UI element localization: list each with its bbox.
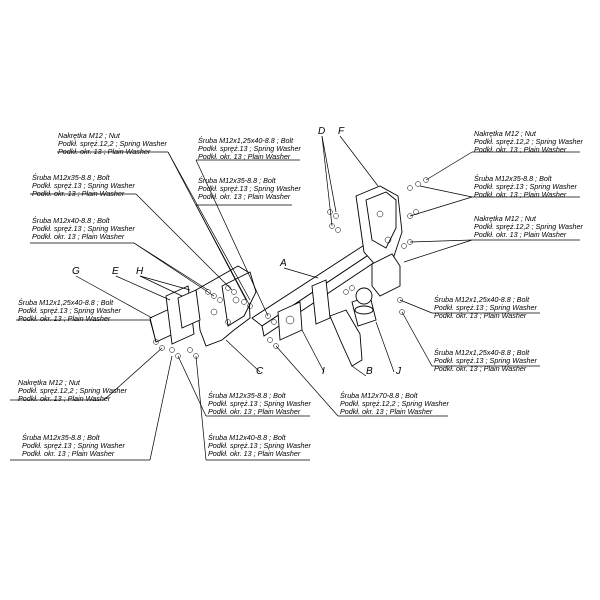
svg-text:Podkł. okr. 13 ; Plain Washer: Podkł. okr. 13 ; Plain Washer — [22, 449, 115, 458]
svg-text:Podkł. okr. 13 ; Plain Washer: Podkł. okr. 13 ; Plain Washer — [434, 364, 527, 373]
right-bracket-parts-df — [355, 185, 403, 297]
svg-text:Śruba M12x35-8.8 ; Bolt: Śruba M12x35-8.8 ; Bolt — [474, 174, 553, 183]
svg-text:Podkł. spręż.13 ; Spring Washe: Podkł. spręż.13 ; Spring Washer — [208, 399, 312, 408]
svg-text:Podkł. spręż.12,2 ; Spring Was: Podkł. spręż.12,2 ; Spring Washer — [18, 386, 128, 395]
svg-text:Podkł. okr. 13 ; Plain Washer: Podkł. okr. 13 ; Plain Washer — [208, 449, 301, 458]
label-tc1: Śruba M12x1,25x40-8.8 ; Bolt Podkł. sprę… — [198, 136, 302, 161]
svg-text:Śruba M12x1,25x40-8.8 ; Bolt: Śruba M12x1,25x40-8.8 ; Bolt — [198, 136, 294, 145]
part-letter-a: A — [279, 258, 287, 269]
svg-text:Śruba M12x35-8.8 ; Bolt: Śruba M12x35-8.8 ; Bolt — [198, 176, 277, 185]
svg-text:Nakrętka M12 ; Nut: Nakrętka M12 ; Nut — [18, 378, 81, 387]
left-bracket-part-c — [195, 265, 257, 347]
svg-text:Śruba M12x1,25x40-8.8 ; Bolt: Śruba M12x1,25x40-8.8 ; Bolt — [434, 295, 530, 304]
label-tc2: Śruba M12x35-8.8 ; Bolt Podkł. spręż.13 … — [198, 176, 302, 201]
svg-text:Śruba M12x70-8.8 ; Bolt: Śruba M12x70-8.8 ; Bolt — [340, 391, 419, 400]
fasteners — [153, 177, 429, 359]
label-tl1-line2: Podkł. spręż.12,2 ; Spring Washer — [58, 139, 168, 148]
svg-text:Podkł. spręż.13 ; Spring Washe: Podkł. spręż.13 ; Spring Washer — [198, 184, 302, 193]
svg-text:Śruba M12x35-8.8 ; Bolt: Śruba M12x35-8.8 ; Bolt — [22, 433, 101, 442]
part-letter-b: B — [366, 366, 373, 377]
label-tl2: Śruba M12x35-8.8 ; Bolt Podkł. spręż.13 … — [32, 173, 136, 198]
part-letter-h: H — [136, 266, 144, 277]
svg-text:Podkł. okr. 13 ; Plain Washer: Podkł. okr. 13 ; Plain Washer — [32, 189, 125, 198]
leader-lines — [10, 135, 580, 461]
svg-text:Podkł. spręż.13 ; Spring Washe: Podkł. spręż.13 ; Spring Washer — [198, 144, 302, 153]
label-bl1: Nakrętka M12 ; Nut Podkł. spręż.12,2 ; S… — [18, 378, 128, 403]
part-letter-i: I — [322, 366, 325, 377]
label-tr3: Nakrętka M12 ; Nut Podkł. spręż.12,2 ; S… — [474, 214, 584, 239]
svg-text:Śruba M12x35-8.8 ; Bolt: Śruba M12x35-8.8 ; Bolt — [208, 391, 287, 400]
svg-text:Śruba M12x40-8.8 ; Bolt: Śruba M12x40-8.8 ; Bolt — [208, 433, 287, 442]
label-ml1: Śruba M12x1,25x40-8.8 ; Bolt Podkł. sprę… — [18, 298, 122, 323]
svg-text:Podkł. spręż.13 ; Spring Washe: Podkł. spręż.13 ; Spring Washer — [18, 306, 122, 315]
svg-text:Podkł. okr. 13 ; Plain Washer: Podkł. okr. 13 ; Plain Washer — [198, 192, 291, 201]
svg-text:Podkł. okr. 13 ; Plain Washer: Podkł. okr. 13 ; Plain Washer — [474, 145, 567, 154]
svg-text:Podkł. okr. 13 ; Plain Washer: Podkł. okr. 13 ; Plain Washer — [474, 230, 567, 239]
label-bc1: Śruba M12x35-8.8 ; Bolt Podkł. spręż.13 … — [208, 391, 312, 416]
svg-text:Podkł. okr. 13 ; Plain Washer: Podkł. okr. 13 ; Plain Washer — [434, 311, 527, 320]
svg-text:Śruba M12x40-8.8 ; Bolt: Śruba M12x40-8.8 ; Bolt — [32, 216, 111, 225]
part-letter-g: G — [72, 266, 80, 277]
label-tl1-line1: Nakrętka M12 ; Nut — [58, 131, 121, 140]
svg-text:Podkł. spręż.12,2 ; Spring Was: Podkł. spręż.12,2 ; Spring Washer — [474, 137, 584, 146]
label-bc3: Śruba M12x70-8.8 ; Bolt Podkł. spręż.12,… — [340, 391, 450, 416]
svg-text:Podkł. okr. 13 ; Plain Washer: Podkł. okr. 13 ; Plain Washer — [198, 152, 291, 161]
part-letter-j: J — [395, 366, 402, 377]
svg-text:Podkł. spręż.13 ; Spring Washe: Podkł. spręż.13 ; Spring Washer — [434, 303, 538, 312]
svg-text:Podkł. okr. 13 ; Plain Washer: Podkł. okr. 13 ; Plain Washer — [208, 407, 301, 416]
svg-text:Śruba M12x1,25x40-8.8 ; Bolt: Śruba M12x1,25x40-8.8 ; Bolt — [434, 348, 530, 357]
svg-text:Podkł. okr. 13 ; Plain Washer: Podkł. okr. 13 ; Plain Washer — [340, 407, 433, 416]
svg-text:Nakrętka M12 ; Nut: Nakrętka M12 ; Nut — [474, 129, 537, 138]
svg-text:Podkł. spręż.13 ; Spring Washe: Podkł. spręż.13 ; Spring Washer — [434, 356, 538, 365]
svg-text:Podkł. spręż.13 ; Spring Washe: Podkł. spręż.13 ; Spring Washer — [22, 441, 126, 450]
label-mr2: Śruba M12x1,25x40-8.8 ; Bolt Podkł. sprę… — [434, 348, 538, 373]
svg-text:Podkł. okr. 13 ; Plain Washer: Podkł. okr. 13 ; Plain Washer — [32, 232, 125, 241]
label-tl3: Śruba M12x40-8.8 ; Bolt Podkł. spręż.13 … — [32, 216, 136, 241]
label-bl2: Śruba M12x35-8.8 ; Bolt Podkł. spręż.13 … — [22, 433, 126, 458]
svg-text:Podkł. spręż.13 ; Spring Washe: Podkł. spręż.13 ; Spring Washer — [32, 181, 136, 190]
tow-ball-part-b — [329, 287, 377, 367]
svg-text:Podkł. spręż.13 ; Spring Washe: Podkł. spręż.13 ; Spring Washer — [208, 441, 312, 450]
svg-text:Śruba M12x35-8.8 ; Bolt: Śruba M12x35-8.8 ; Bolt — [32, 173, 111, 182]
label-tr2: Śruba M12x35-8.8 ; Bolt Podkł. spręż.13 … — [474, 174, 578, 199]
part-letter-d: D — [318, 126, 325, 137]
label-bc2: Śruba M12x40-8.8 ; Bolt Podkł. spręż.13 … — [208, 433, 312, 458]
label-tl1-line3: Podkł. okr. 13 ; Plain Washer — [58, 147, 151, 156]
svg-text:Nakrętka M12 ; Nut: Nakrętka M12 ; Nut — [474, 214, 537, 223]
svg-text:Podkł. spręż.13 ; Spring Washe: Podkł. spręż.13 ; Spring Washer — [32, 224, 136, 233]
svg-text:Podkł. okr. 13 ; Plain Washer: Podkł. okr. 13 ; Plain Washer — [18, 394, 111, 403]
svg-text:Podkł. okr. 13 ; Plain Washer: Podkł. okr. 13 ; Plain Washer — [18, 314, 111, 323]
svg-text:Podkł. okr. 13 ; Plain Washer: Podkł. okr. 13 ; Plain Washer — [474, 190, 567, 199]
svg-text:Podkł. spręż.12,2 ; Spring Was: Podkł. spręż.12,2 ; Spring Washer — [474, 222, 584, 231]
left-plates-parts-egh — [149, 285, 201, 345]
part-letter-f: F — [338, 126, 345, 137]
svg-text:Podkł. spręż.12,2 ; Spring Was: Podkł. spręż.12,2 ; Spring Washer — [340, 399, 450, 408]
svg-text:Podkł. spręż.13 ; Spring Washe: Podkł. spręż.13 ; Spring Washer — [474, 182, 578, 191]
part-letter-c: C — [256, 366, 264, 377]
svg-text:Śruba M12x1,25x40-8.8 ; Bolt: Śruba M12x1,25x40-8.8 ; Bolt — [18, 298, 114, 307]
part-letter-e: E — [112, 266, 119, 277]
label-mr1: Śruba M12x1,25x40-8.8 ; Bolt Podkł. sprę… — [434, 295, 538, 320]
label-tl1: Nakrętka M12 ; Nut Podkł. spręż.12,2 ; S… — [58, 131, 168, 156]
label-tr1: Nakrętka M12 ; Nut Podkł. spręż.12,2 ; S… — [474, 129, 584, 154]
